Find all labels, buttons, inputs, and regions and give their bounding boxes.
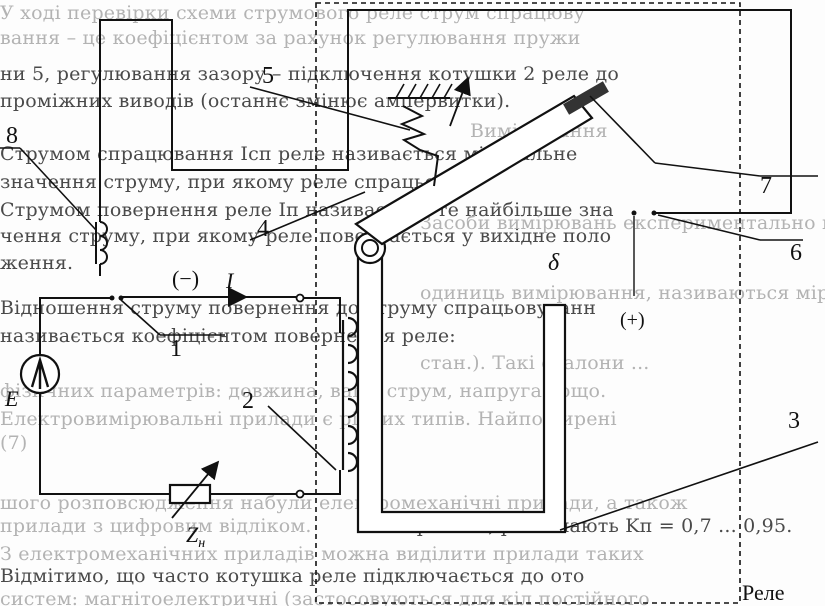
label-gap: δ	[548, 250, 560, 276]
bg-line: стан.). Такі еталони ...	[420, 352, 650, 374]
impedance-adjust-arrow	[171, 460, 220, 519]
bg-line: Струмом повернення реле Iп називається т…	[0, 199, 614, 221]
bg-line: чення струму, при якому реле повертаєтьс…	[0, 225, 612, 247]
armature	[354, 94, 594, 246]
bg-line: прилади з цифровим відліком.	[0, 515, 312, 537]
coil-feed	[300, 297, 341, 333]
label-6: 6	[790, 240, 802, 266]
bg-line: проміжних виводів (останнє змінює амперв…	[0, 90, 511, 112]
label-5: 5	[262, 63, 274, 89]
label-3: 3	[788, 408, 800, 434]
bg-line: З електромеханічних приладів можна виділ…	[0, 543, 644, 565]
interlock-coil	[95, 221, 108, 265]
bg-line: одиниць вимірювання, називаються міри аб…	[420, 282, 825, 304]
bg-line: називається коефіцієнтом повернення реле…	[0, 325, 456, 347]
label-2: 2	[242, 388, 254, 414]
bg-line: Струмом спрацювання Iсп реле називається…	[0, 143, 578, 165]
relay-boundary	[315, 2, 741, 604]
bg-line: фізичних параметрів: довжина, вага, стру…	[0, 380, 607, 402]
top-wire	[99, 9, 792, 222]
switch-contact-right	[118, 295, 124, 301]
bg-line: Засоби вимірювань експериментально визна…	[420, 212, 825, 234]
bg-line: У ході перевірки схеми струмового реле с…	[0, 2, 586, 24]
label-impedance: Zн	[186, 522, 205, 551]
label-7: 7	[760, 173, 772, 199]
label-1: 1	[170, 336, 182, 362]
spring	[399, 105, 440, 187]
terminal-bottom	[295, 489, 305, 499]
coil-return	[300, 470, 341, 495]
label-minus: (−)	[172, 266, 199, 291]
bg-line: Електровимірювальні прилади є різних тип…	[0, 408, 617, 430]
label-plus: (+)	[620, 309, 645, 331]
impedance-subscript: н	[198, 536, 205, 551]
fixed-contact-6	[651, 210, 657, 216]
bg-line: вання – це коефіцієнтом за рахунок регул…	[0, 27, 581, 49]
label-relay: Реле	[742, 580, 784, 605]
switch-contact-left	[109, 295, 115, 301]
pivot-inner	[361, 239, 379, 257]
bg-line: ження.	[0, 252, 74, 274]
magnetic-core	[356, 256, 567, 534]
label-source: E	[4, 386, 19, 411]
spring-adjust-arrow	[449, 76, 471, 127]
bg-line: Відмітимо, що часто котушка реле підключ…	[0, 565, 585, 587]
impedance-resistor	[168, 483, 212, 505]
relay-coil	[341, 316, 359, 473]
left-wire	[39, 297, 112, 355]
source-arrow	[30, 355, 50, 389]
bottom-left-wire	[39, 393, 170, 495]
impedance-symbol: Z	[186, 522, 199, 547]
leader-lines	[0, 86, 819, 531]
bg-line: (7)	[0, 432, 28, 454]
moving-contact	[563, 81, 609, 115]
label-8: 8	[6, 123, 18, 149]
bg-line: систем: магнітоелектричні (застосовуютьс…	[0, 588, 650, 606]
label-current: I	[225, 268, 235, 293]
bg-line: значення струму, при якому реле спрацьов…	[0, 171, 476, 193]
terminal-top	[295, 293, 305, 303]
spring-anchor-hatch	[395, 83, 453, 99]
bg-line: Відношення струму повернення до струму с…	[0, 297, 597, 319]
fixed-contact-plus	[631, 210, 637, 216]
label-4: 4	[257, 216, 269, 242]
